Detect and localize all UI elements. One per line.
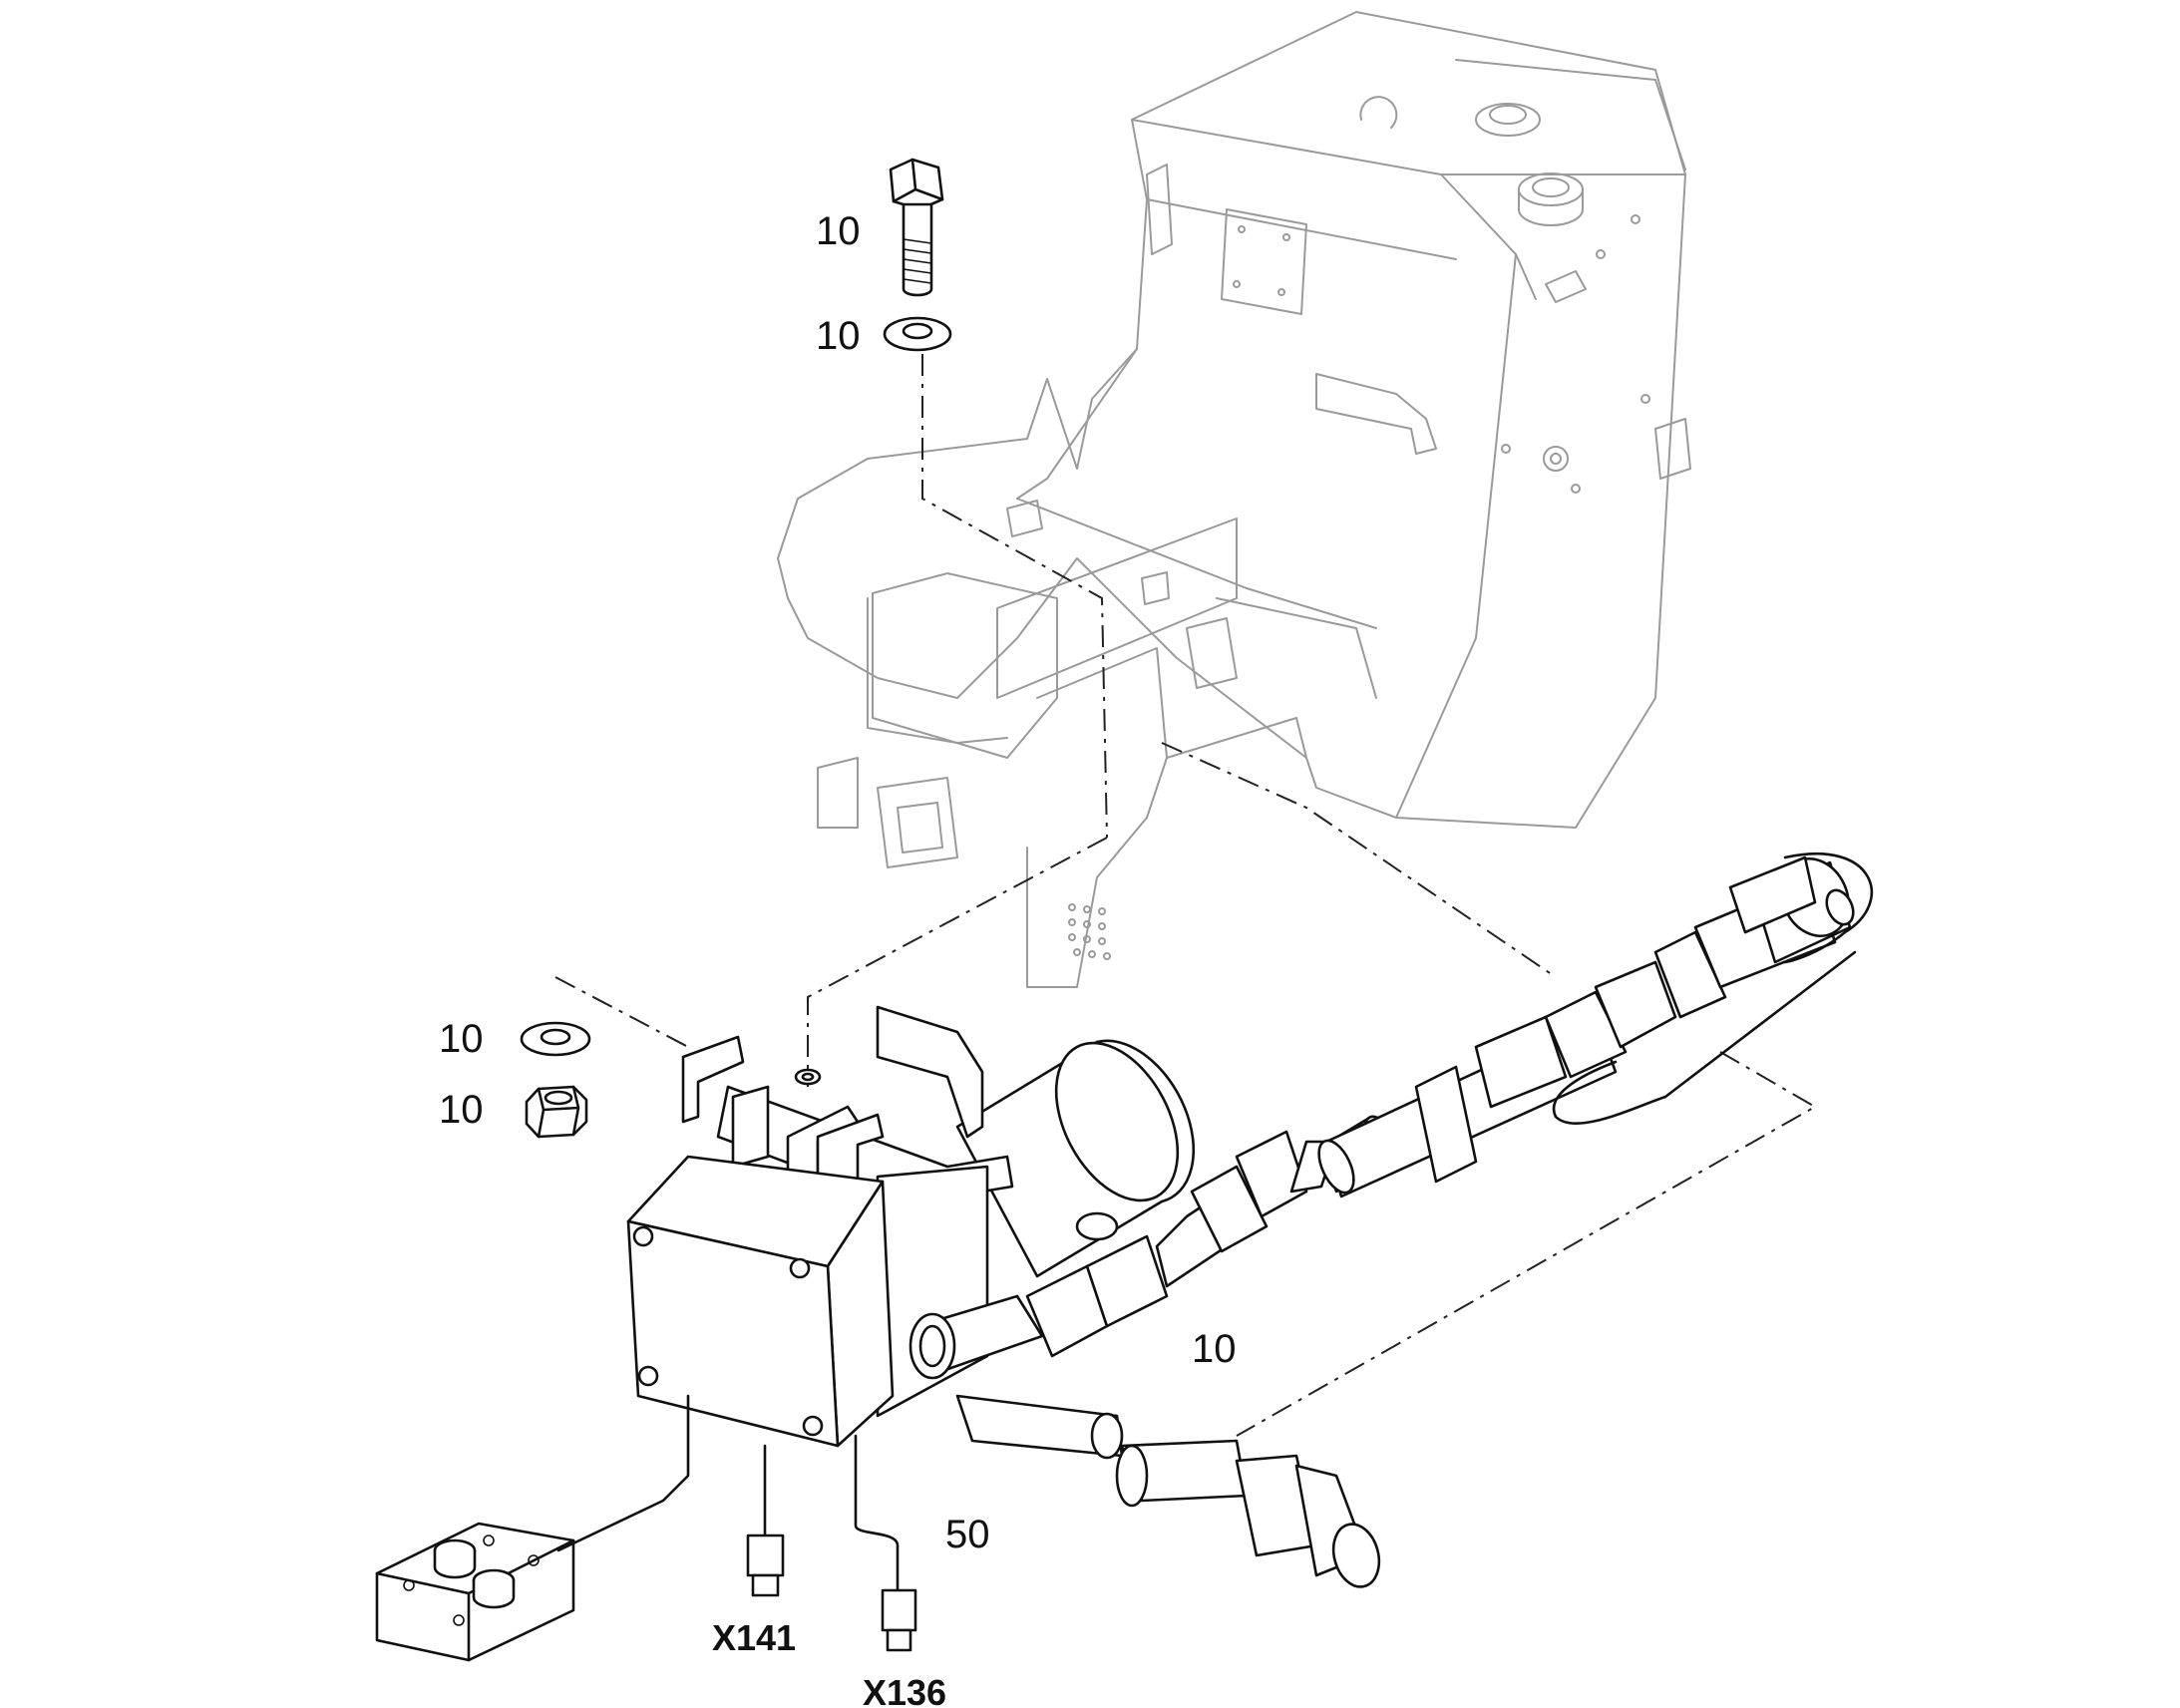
callout-bolt-washer: 10 xyxy=(816,314,861,358)
callout-hose: 10 xyxy=(1192,1327,1237,1371)
vent-grille xyxy=(1068,903,1111,960)
callout-washer: 10 xyxy=(439,1017,484,1061)
hex-bolt xyxy=(889,158,944,297)
pump-assembly xyxy=(626,1005,1399,1460)
machine-frame xyxy=(777,11,1691,988)
connector-label-x136: X136 xyxy=(863,1672,946,1708)
hose-assembly xyxy=(1115,852,1873,1588)
callout-harness: 50 xyxy=(945,1513,990,1556)
connector-label-x141: X141 xyxy=(712,1617,796,1658)
flat-washer-left xyxy=(520,1021,591,1057)
flat-washer-top xyxy=(883,316,952,352)
callout-bolt: 10 xyxy=(816,209,861,253)
callout-nut: 10 xyxy=(439,1088,484,1132)
hex-nut xyxy=(525,1085,588,1139)
assembly-leaders xyxy=(554,354,1818,1437)
connector-x141 xyxy=(746,1534,785,1597)
control-pendant xyxy=(375,1394,900,1662)
connector-x136 xyxy=(881,1588,917,1652)
